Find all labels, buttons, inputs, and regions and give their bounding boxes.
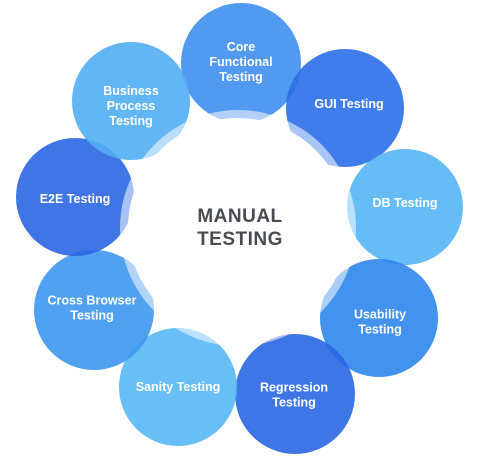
petal-e2e-testing: E2E Testing <box>16 138 134 256</box>
petal-circle-gui-testing <box>286 49 404 167</box>
petal-label-core-functional-testing-line-3: Testing <box>219 70 263 84</box>
petal-label-business-process-testing-line-3: Testing <box>109 114 153 128</box>
petal-label-cross-browser-testing-line-1: Cross Browser <box>48 294 137 308</box>
petal-circle-core-functional-testing <box>181 3 301 123</box>
center-title-line-1: MANUAL <box>197 206 282 227</box>
petal-label-sanity-testing-line-1: Sanity Testing <box>136 380 221 394</box>
petal-label-business-process-testing-line-2: Process <box>107 99 156 113</box>
petal-circle-cross-browser-testing <box>34 250 154 370</box>
petal-label-gui-testing-line-1: GUI Testing <box>314 97 383 111</box>
center-layer: MANUAL TESTING <box>128 118 348 338</box>
petal-circle-business-process-testing <box>72 42 190 160</box>
petal-label-business-process-testing-line-1: Business <box>103 84 159 98</box>
petal-circle-usability-testing <box>320 259 438 377</box>
petal-label-usability-testing-line-2: Testing <box>358 323 402 337</box>
petal-label-usability-testing-line-1: Usability <box>354 308 406 322</box>
petal-circle-e2e-testing <box>16 138 134 256</box>
petal-label-cross-browser-testing-line-2: Testing <box>70 309 114 323</box>
petal-circle-regression-testing <box>235 334 355 454</box>
petal-label-regression-testing-line-2: Testing <box>272 396 316 410</box>
petal-label-e2e-testing-line-1: E2E Testing <box>40 192 111 206</box>
petal-label-core-functional-testing-line-1: Core <box>227 40 256 54</box>
center-title-line-2: TESTING <box>197 229 283 250</box>
petal-label-core-functional-testing-line-2: Functional <box>209 55 272 69</box>
petal-label-regression-testing-line-1: Regression <box>260 381 328 395</box>
petal-circle-db-testing <box>347 149 463 265</box>
center-circle <box>128 118 348 338</box>
petal-db-testing: DB Testing <box>347 149 463 265</box>
petal-label-db-testing-line-1: DB Testing <box>372 196 437 210</box>
petal-gui-testing: GUI Testing <box>286 49 404 167</box>
petal-circle-sanity-testing <box>119 328 237 446</box>
petal-sanity-testing: Sanity Testing <box>119 328 237 446</box>
